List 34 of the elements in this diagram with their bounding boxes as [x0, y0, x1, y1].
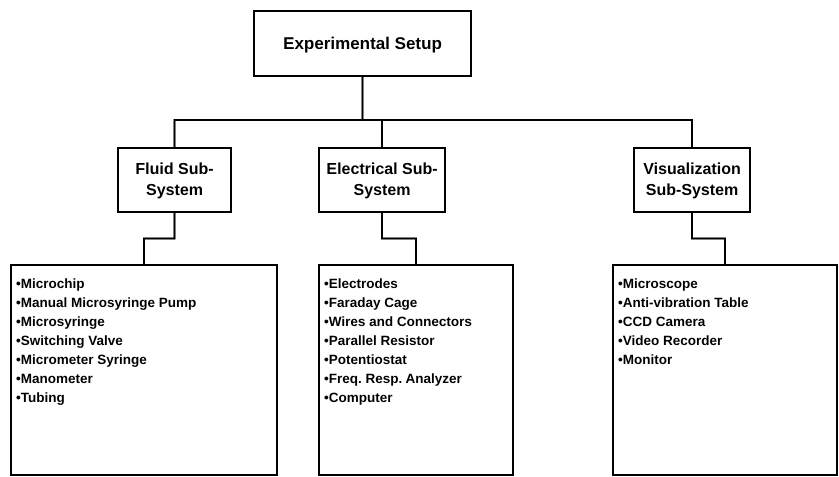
subsystem-box — [318, 147, 446, 213]
list-item: •Micrometer Syringe — [16, 351, 147, 369]
box-title: Visualization Sub-System — [642, 160, 742, 201]
list-item: •Microscope — [618, 275, 698, 293]
subsystem-box — [117, 147, 232, 213]
list-item: •Parallel Resistor — [324, 332, 435, 350]
item-list-box — [10, 264, 278, 476]
list-item: •Computer — [324, 389, 392, 407]
list-item: •Microsyringe — [16, 313, 105, 331]
list-item: •Faraday Cage — [324, 294, 418, 312]
list-item: •Manual Microsyringe Pump — [16, 294, 196, 312]
item-list-box — [612, 264, 838, 476]
list-item: •CCD Camera — [618, 313, 706, 331]
connector-line — [381, 213, 417, 264]
list-item: •Microchip — [16, 275, 84, 293]
list-item: •Manometer — [16, 370, 93, 388]
list-item: •Switching Valve — [16, 332, 123, 350]
list-item: •Electrodes — [324, 275, 398, 293]
box-title: Fluid Sub-System — [134, 160, 215, 201]
list-item: •Anti-vibration Table — [618, 294, 748, 312]
list-item: •Wires and Connectors — [324, 313, 472, 331]
list-item: •Video Recorder — [618, 332, 722, 350]
box-title: Electrical Sub-System — [325, 160, 439, 201]
box-title: Experimental Setup — [283, 32, 442, 55]
connector-line — [143, 213, 176, 264]
list-item: •Potentiostat — [324, 351, 407, 369]
item-list-box — [318, 264, 514, 476]
connector-line — [691, 213, 726, 264]
root-box — [253, 10, 472, 77]
list-item: •Monitor — [618, 351, 672, 369]
list-item: •Freq. Resp. Analyzer — [324, 370, 462, 388]
subsystem-box — [633, 147, 751, 213]
connector-line — [362, 77, 693, 147]
list-item: •Tubing — [16, 389, 65, 407]
